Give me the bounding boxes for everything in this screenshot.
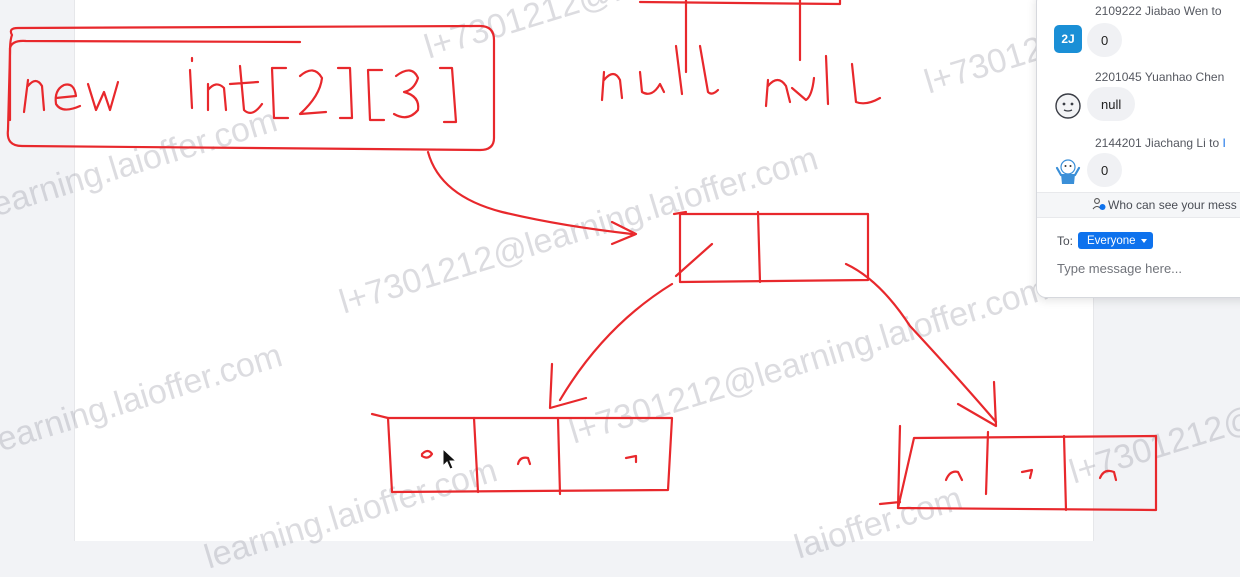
- canvas-left-border: [74, 0, 75, 541]
- handwritten-label-text: [22, 56, 458, 124]
- message-sender: 2144201 Jiachang Li to I: [1095, 136, 1226, 150]
- cartoon-avatar: [1054, 157, 1082, 185]
- message-sender: 2109222 Jiabao Wen to: [1095, 4, 1222, 18]
- label-box-outline: [6, 24, 496, 152]
- left-inner-array: [370, 412, 674, 496]
- message-sender: 2201045 Yuanhao Chen: [1095, 70, 1225, 84]
- whiteboard-canvas[interactable]: [75, 0, 1093, 541]
- arrow-to-left-inner-array: [558, 282, 674, 402]
- message-bubble: 0: [1087, 153, 1123, 187]
- handwritten-diagram: [6, 0, 1158, 512]
- recipient-label: To:: [1057, 234, 1074, 248]
- visibility-notice-text: Who can see your mess: [1108, 198, 1237, 212]
- chevron-down-icon: [1140, 238, 1147, 243]
- people-info-icon: [1092, 198, 1106, 210]
- emoji-face-avatar: [1054, 92, 1082, 120]
- top-array-fragment: [638, 0, 842, 6]
- message-bubble: null: [1087, 87, 1136, 121]
- handwritten-null-right: [764, 54, 882, 108]
- mouse-pointer-icon: [442, 448, 458, 470]
- message-bubble: 0: [1087, 23, 1123, 57]
- right-inner-array: [878, 424, 1158, 512]
- chat-panel: 2109222 Jiabao Wen to 2J 0 2201045 Yuanh…: [1036, 0, 1240, 298]
- label-to-array-arrow: [426, 150, 634, 236]
- arrow-to-right-inner-array: [844, 262, 998, 424]
- recipient-value: Everyone: [1087, 234, 1136, 247]
- outer-array: [672, 210, 870, 284]
- visibility-notice[interactable]: Who can see your mess: [1037, 192, 1240, 218]
- message-input[interactable]: [1057, 259, 1240, 277]
- handwritten-null-left: [600, 44, 720, 102]
- recipient-dropdown[interactable]: Everyone: [1078, 232, 1153, 249]
- initials-avatar: 2J: [1054, 25, 1082, 53]
- label-box-inner-stroke: [8, 39, 302, 122]
